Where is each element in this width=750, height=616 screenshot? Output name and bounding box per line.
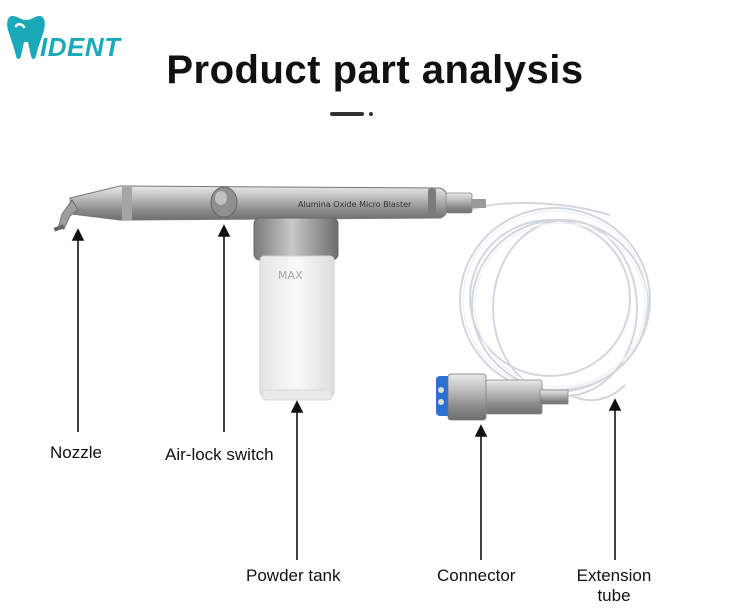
label-air-lock-switch: Air-lock switch (165, 445, 274, 464)
connector (436, 373, 569, 421)
label-connector: Connector (437, 566, 516, 585)
label-extension-tube-line2: tube (597, 586, 631, 605)
brand-logo-text: IDENT (40, 32, 121, 62)
title-divider-dot (369, 112, 373, 116)
pointer-lines (71, 224, 622, 560)
label-extension-tube: Extension tube (566, 566, 662, 606)
handpiece-engraving: Alumina Oxide Micro Blaster (298, 200, 412, 209)
label-powder-tank: Powder tank (246, 566, 341, 585)
tank-max-marking: MAX (278, 269, 303, 282)
label-extension-tube-line1: Extension (576, 566, 652, 585)
handpiece: Alumina Oxide Micro Blaster (69, 185, 486, 221)
title-divider (330, 112, 364, 116)
brand-logo: IDENT (6, 6, 136, 64)
page-title: Product part analysis (166, 48, 584, 92)
air-lock-switch (210, 186, 238, 218)
extension-tube-highlights (462, 210, 648, 390)
tooth-icon (7, 16, 45, 59)
label-nozzle: Nozzle (50, 443, 102, 462)
extension-tube (459, 202, 651, 402)
powder-tank: MAX (253, 217, 339, 401)
nozzle (53, 199, 79, 232)
